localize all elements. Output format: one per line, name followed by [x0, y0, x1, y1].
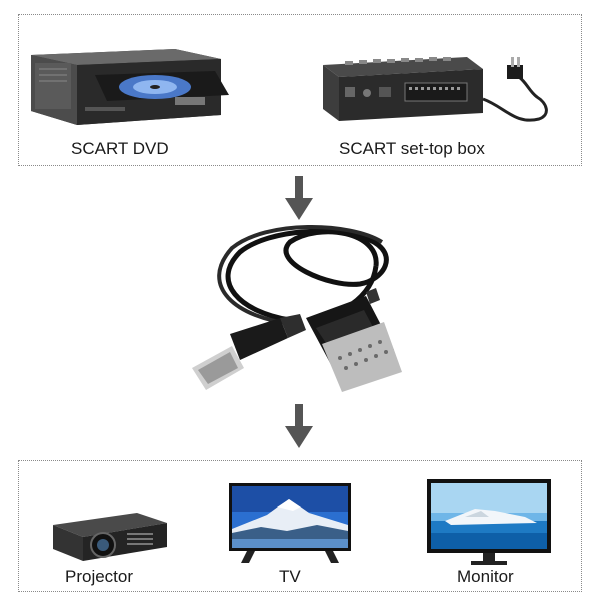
set-top-box-icon: [323, 57, 548, 122]
monitor-label: Monitor: [457, 567, 514, 586]
dvd-label: SCART DVD: [71, 139, 169, 158]
dvd-drive-icon: [31, 49, 229, 125]
arrow-down-icon: [285, 404, 313, 448]
monitor-icon: [427, 479, 551, 565]
scart-to-hdmi-cable-icon: [192, 224, 402, 392]
set-top-box-label: SCART set-top box: [339, 139, 485, 158]
projector-label: Projector: [65, 567, 134, 586]
output-devices-panel: Projector TV Monitor: [18, 460, 582, 592]
arrow-down-icon: [285, 176, 313, 220]
projector-icon: [53, 513, 167, 561]
tv-label: TV: [279, 567, 301, 586]
tv-icon: [229, 483, 351, 563]
source-devices-panel: SCART DVD SCART set-to: [18, 14, 582, 166]
